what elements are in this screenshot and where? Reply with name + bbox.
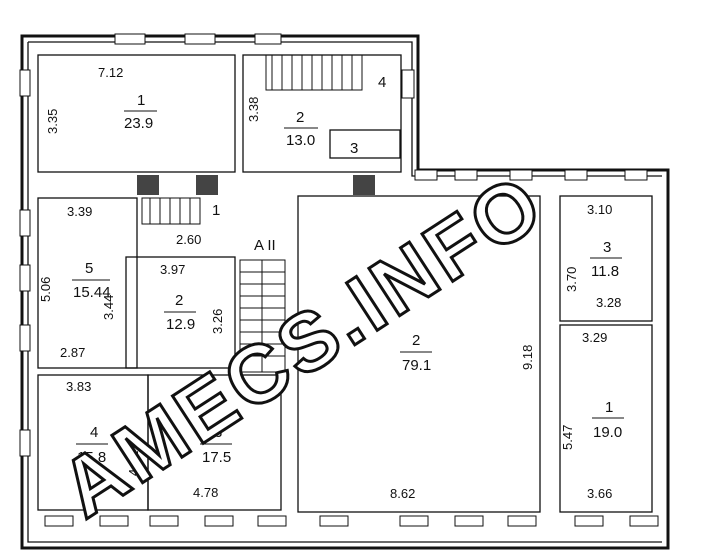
dimension: 3.35: [45, 109, 60, 134]
dimension: 5.47: [560, 425, 575, 450]
room-number: 2: [296, 109, 304, 126]
stair-middle: [141, 197, 201, 225]
room-area: 17.5: [202, 449, 231, 466]
dimension-labels: 7.12 3.39 2.60 3.97 2.87 3.83 4.78 8.62 …: [38, 65, 621, 501]
dimension: 3.26: [210, 309, 225, 334]
dimension: 3.75: [153, 439, 168, 464]
outer-walls: [20, 34, 670, 550]
room-area: 12.9: [166, 316, 195, 333]
room-number: 1: [605, 399, 613, 416]
room-number: 3: [214, 424, 222, 441]
stair-top: [265, 54, 363, 91]
dimension: 4.12: [126, 451, 141, 476]
windows: [19, 33, 659, 527]
stair-main: [239, 259, 286, 373]
dimension: 3.44: [101, 295, 116, 320]
room-labels: 1 23.9 2 13.0 3 4 1 5 15.44 2 12.9 4 15.…: [73, 74, 622, 466]
chimneys: [137, 175, 375, 195]
dimension: 4.78: [193, 485, 218, 500]
room-number: 5: [85, 260, 93, 277]
dimension: 3.28: [596, 295, 621, 310]
area-underlines: [72, 110, 624, 445]
room-area: 15.8: [77, 449, 106, 466]
dimension: 3.83: [66, 379, 91, 394]
room-area: 13.0: [286, 132, 315, 149]
room-number: 3: [603, 239, 611, 256]
interior-walls: [37, 54, 653, 513]
room-area: 19.0: [593, 424, 622, 441]
dimension: 7.12: [98, 65, 123, 80]
dimension: 3.38: [246, 97, 261, 122]
room-number: 4: [90, 424, 98, 441]
dimension: 3.39: [67, 204, 92, 219]
room-number: 1: [212, 202, 220, 219]
room-number: 1: [137, 92, 145, 109]
room-area: 11.8: [591, 263, 619, 280]
dimension: 9.18: [520, 345, 535, 370]
corridor-label: A II: [254, 237, 276, 254]
dimension: 2.60: [176, 232, 201, 247]
dimension: 8.62: [390, 486, 415, 501]
room-number: 2: [175, 292, 183, 309]
room-number: 4: [378, 74, 386, 91]
room-area: 79.1: [402, 357, 431, 374]
dimension: 3.70: [564, 267, 579, 292]
dimension: 3.10: [587, 202, 612, 217]
room-number: 3: [350, 140, 358, 157]
dimension: 3.66: [587, 486, 612, 501]
dimension: 2.87: [60, 345, 85, 360]
room-area: 15.44: [73, 284, 111, 301]
room-number: 2: [412, 332, 420, 349]
watermark: AMECS.INFO: [45, 157, 560, 535]
dimension: 3.97: [160, 262, 185, 277]
dimension: 3.29: [582, 330, 607, 345]
dimension: 5.06: [38, 277, 53, 302]
room-area: 23.9: [124, 115, 153, 132]
